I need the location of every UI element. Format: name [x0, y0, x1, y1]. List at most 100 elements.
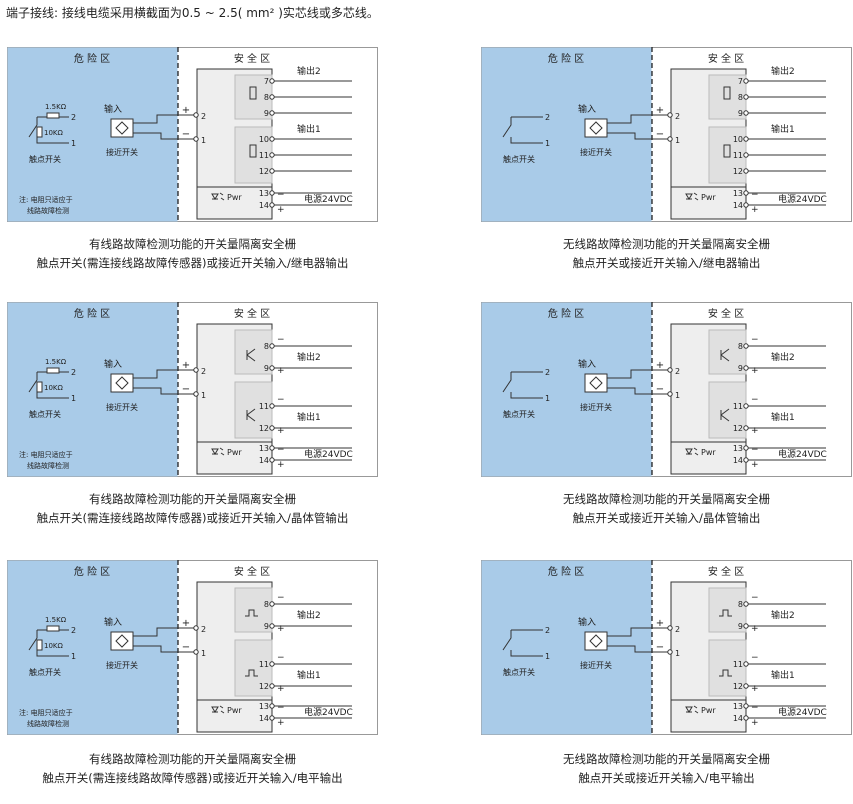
input-terminal-1-label: 1: [201, 391, 206, 400]
caption-line-2: 触点开关(需连接线路故障传感器)或接近开关输入/晶体管输出: [36, 511, 349, 525]
led-icon: [211, 448, 219, 455]
input-minus-sign: −: [656, 129, 664, 140]
t12-label: 12: [259, 682, 269, 691]
t9-terminal: [269, 365, 275, 371]
t14-label: 14: [259, 456, 269, 465]
transistor-2-icon: [720, 348, 730, 362]
diagram-caption-3: 有线路故障检测功能的开关量隔离安全栅触点开关(需连接线路故障传感器)或接近开关输…: [7, 490, 378, 528]
power-plus: +: [277, 460, 285, 470]
input-label: 输入: [104, 358, 122, 370]
output-channel-1-box: [708, 126, 747, 184]
t9-label: 9: [264, 364, 269, 373]
t8-terminal: [743, 343, 749, 349]
t9-label: 9: [738, 109, 743, 118]
resistor-10k-label: 10KΩ: [44, 129, 63, 137]
contact-terminal-2-label: 2: [71, 113, 76, 122]
caption-line-2: 触点开关(需连接线路故障传感器)或接近开关输入/电平输出: [42, 771, 343, 785]
input-terminal-2-label: 2: [675, 625, 680, 634]
contact-terminal-1-label: 1: [71, 394, 76, 403]
contact-terminal-1-label: 1: [545, 394, 550, 403]
power-label: 电源24VDC: [778, 193, 827, 205]
input-minus-sign: −: [656, 642, 664, 653]
output2-label: 输出2: [771, 65, 795, 77]
power-label: 电源24VDC: [778, 448, 827, 460]
resistor-1-5k-icon: [46, 112, 60, 119]
pwr-label: Pwr: [227, 706, 242, 715]
input-terminal-1: [193, 649, 199, 655]
t14-terminal: [269, 457, 275, 463]
caption-line-2: 触点开关(需连接线路故障传感器)或接近开关输入/继电器输出: [36, 256, 349, 270]
pwr-label: Pwr: [227, 193, 242, 202]
resistor-1-5k-icon: [46, 367, 60, 374]
input-terminal-2: [667, 112, 673, 118]
proximity-diamond-icon: [115, 634, 129, 648]
resistor-10k-icon: [36, 639, 43, 651]
diagram-canvas: 危 险 区安 全 区Pwr21+−输入接近开关21触点开关891112−+−+输…: [481, 302, 852, 477]
t12-terminal: [269, 683, 275, 689]
safe-zone-title: 安 全 区: [708, 52, 744, 65]
input-terminal-1: [667, 391, 673, 397]
out2-plus: +: [277, 624, 285, 634]
proximity-leads: [607, 627, 652, 653]
input-plus-sign: +: [182, 618, 190, 629]
danger-zone-area: [481, 47, 652, 222]
input-plus-sign: +: [182, 105, 190, 116]
input-terminal-2-label: 2: [675, 367, 680, 376]
danger-zone-title: 危 险 区: [74, 307, 110, 320]
input-label: 输入: [104, 103, 122, 115]
led-icon: [685, 706, 693, 713]
note-line-1: 注: 电阻只适应于: [19, 708, 73, 717]
input-label: 输入: [578, 358, 596, 370]
output-channel-1-box: [708, 639, 747, 697]
t7-label: 7: [738, 77, 743, 86]
led-rays-icon: [219, 192, 225, 201]
resistor-10k-icon: [36, 381, 43, 393]
resistor-1-5k-label: 1.5KΩ: [45, 358, 67, 366]
t8-label: 8: [264, 342, 269, 351]
caption-line-2: 触点开关或接近开关输入/电平输出: [578, 771, 755, 785]
danger-zone-area: [7, 560, 178, 735]
out1-plus: +: [751, 684, 759, 694]
input-minus-sign: −: [182, 642, 190, 653]
t10-label: 10: [733, 135, 743, 144]
out1-plus: +: [277, 426, 285, 436]
t11-terminal: [269, 152, 275, 158]
t14-terminal: [743, 457, 749, 463]
diagram-caption-1: 有线路故障检测功能的开关量隔离安全栅触点开关(需连接线路故障传感器)或接近开关输…: [7, 235, 378, 273]
power-minus: −: [751, 445, 759, 455]
t12-terminal: [743, 425, 749, 431]
t8-label: 8: [264, 600, 269, 609]
note-line-1: 注: 电阻只适应于: [19, 450, 73, 459]
t12-terminal: [269, 425, 275, 431]
diagram-canvas: 危 险 区安 全 区Pwr21+−输入接近开关21触点开关789101112输出…: [481, 47, 852, 222]
input-terminal-1: [193, 136, 199, 142]
danger-zone-title: 危 险 区: [548, 565, 584, 578]
transistor-1-icon: [246, 408, 256, 422]
t9-label: 9: [738, 622, 743, 631]
note-line-1: 注: 电阻只适应于: [19, 195, 73, 204]
note-line-2: 线路故障检测: [27, 719, 69, 728]
t14-terminal: [743, 202, 749, 208]
contact-terminal-2-label: 2: [71, 368, 76, 377]
safe-zone-title: 安 全 区: [708, 565, 744, 578]
pwr-label: Pwr: [701, 448, 716, 457]
t13-terminal: [269, 190, 275, 196]
power-minus: −: [277, 445, 285, 455]
contact-terminal-1-label: 1: [545, 139, 550, 148]
input-plus-sign: +: [656, 105, 664, 116]
transistor-1-icon: [720, 408, 730, 422]
proximity-switch-icon: [110, 373, 134, 393]
input-terminal-1-label: 1: [201, 649, 206, 658]
proximity-leads: [133, 114, 178, 140]
danger-zone-area: [481, 302, 652, 477]
input-terminal-1-label: 1: [675, 136, 680, 145]
resistor-1-5k-icon: [46, 625, 60, 632]
power-plus: +: [277, 718, 285, 728]
t14-label: 14: [733, 201, 743, 210]
input-terminal-1: [667, 649, 673, 655]
